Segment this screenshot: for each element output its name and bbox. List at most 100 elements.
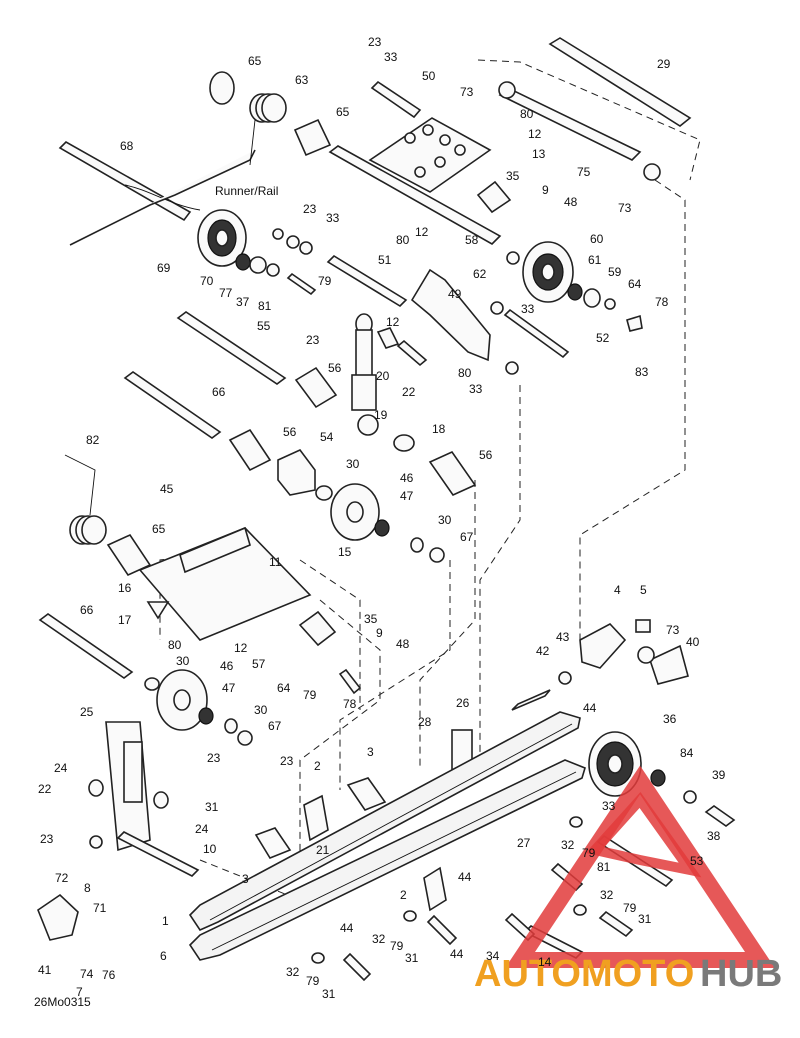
- callout-4: 4: [614, 583, 621, 597]
- shaft-29: [548, 37, 692, 127]
- spring-45: [64, 454, 107, 545]
- pin-50: [370, 80, 422, 119]
- callout-37: 37: [236, 295, 250, 309]
- callout-9: 9: [376, 626, 383, 640]
- bracket-4: [579, 623, 627, 669]
- callout-18: 18: [432, 422, 446, 436]
- shaft-75: [498, 87, 642, 161]
- callout-33: 33: [602, 799, 616, 813]
- bushing-65-top: [209, 71, 235, 105]
- callout-71: 71: [93, 901, 107, 915]
- callout-22: 22: [402, 385, 416, 399]
- callout-31: 31: [205, 800, 219, 814]
- callout-7: 7: [76, 985, 83, 999]
- watermark-brand-part2: HUB: [700, 953, 782, 995]
- spring-63: [249, 93, 287, 166]
- watermark-triangle: [505, 765, 775, 968]
- callout-27: 27: [517, 836, 531, 850]
- callout-74: 74: [80, 967, 94, 981]
- callout-38: 38: [707, 829, 721, 843]
- callout-59: 59: [608, 265, 622, 279]
- callout-80: 80: [458, 366, 472, 380]
- callout-23: 23: [207, 751, 221, 765]
- callout-79: 79: [306, 974, 320, 988]
- callout-30: 30: [176, 654, 190, 668]
- callout-79: 79: [303, 688, 317, 702]
- callout-32: 32: [600, 888, 614, 902]
- callout-39: 39: [712, 768, 726, 782]
- callout-25: 25: [80, 705, 94, 719]
- callout-67: 67: [460, 530, 474, 544]
- callout-32: 32: [372, 932, 386, 946]
- callout-31: 31: [405, 951, 419, 965]
- callout-labels: Runner/Rail 26Mo0315: [34, 184, 278, 1009]
- callout-24: 24: [54, 761, 68, 775]
- callout-73: 73: [460, 85, 474, 99]
- callout-49: 49: [448, 287, 462, 301]
- callout-65: 65: [152, 522, 166, 536]
- callout-80: 80: [520, 107, 534, 121]
- callout-19: 19: [374, 408, 388, 422]
- callout-79: 79: [390, 939, 404, 953]
- callout-2: 2: [314, 759, 321, 773]
- callout-45: 45: [160, 482, 174, 496]
- callout-34: 34: [486, 949, 500, 963]
- callout-8: 8: [84, 881, 91, 895]
- callout-67: 67: [268, 719, 282, 733]
- callout-50: 50: [422, 69, 436, 83]
- lower-assembly: [37, 454, 736, 982]
- shaft-55: [176, 311, 287, 385]
- callout-2: 2: [400, 888, 407, 902]
- callout-66: 66: [80, 603, 94, 617]
- shaft-68: [58, 141, 192, 222]
- callout-16: 16: [118, 581, 132, 595]
- callout-78: 78: [343, 697, 357, 711]
- callout-6: 6: [160, 949, 167, 963]
- figure-code: 26Mo0315: [34, 995, 91, 1009]
- callout-32: 32: [286, 965, 300, 979]
- callout-48: 48: [564, 195, 578, 209]
- callout-78: 78: [655, 295, 669, 309]
- callout-81: 81: [258, 299, 272, 313]
- callout-13: 13: [532, 147, 546, 161]
- callout-51: 51: [378, 253, 392, 267]
- assembly-guide-lines: [159, 59, 701, 901]
- callout-72: 72: [55, 871, 69, 885]
- callout-23: 23: [280, 754, 294, 768]
- callout-56: 56: [479, 448, 493, 462]
- callout-23: 23: [368, 35, 382, 49]
- rail-1: [188, 711, 581, 932]
- upper-assembly: [58, 37, 692, 563]
- callout-70: 70: [200, 274, 214, 288]
- callout-64: 64: [277, 681, 291, 695]
- callout-46: 46: [220, 659, 234, 673]
- callout-23: 23: [303, 202, 317, 216]
- callout-12: 12: [234, 641, 248, 655]
- shaft-51: [326, 254, 408, 308]
- callout-1: 1: [162, 914, 169, 928]
- callout-9: 9: [542, 183, 549, 197]
- callout-58: 58: [465, 233, 479, 247]
- callout-33: 33: [469, 382, 483, 396]
- callout-20: 20: [376, 369, 390, 383]
- wheel-60: [522, 241, 574, 303]
- watermark-brand-part1: AUTOMOTO: [474, 953, 694, 995]
- callout-21: 21: [316, 843, 330, 857]
- callout-46: 46: [400, 471, 414, 485]
- shaft-58: [328, 145, 502, 245]
- callout-56: 56: [283, 425, 297, 439]
- callout-73: 73: [618, 201, 632, 215]
- callout-83: 83: [635, 365, 649, 379]
- callout-3: 3: [242, 872, 249, 886]
- callout-26: 26: [456, 696, 470, 710]
- callout-44: 44: [340, 921, 354, 935]
- link-arm-49: [410, 268, 491, 362]
- callout-84: 84: [680, 746, 694, 760]
- callout-42: 42: [536, 644, 550, 658]
- bolt-52: [503, 308, 570, 359]
- callout-44: 44: [583, 701, 597, 715]
- callout-30: 30: [254, 703, 268, 717]
- callout-81: 81: [597, 860, 611, 874]
- bracket-13: [368, 117, 492, 193]
